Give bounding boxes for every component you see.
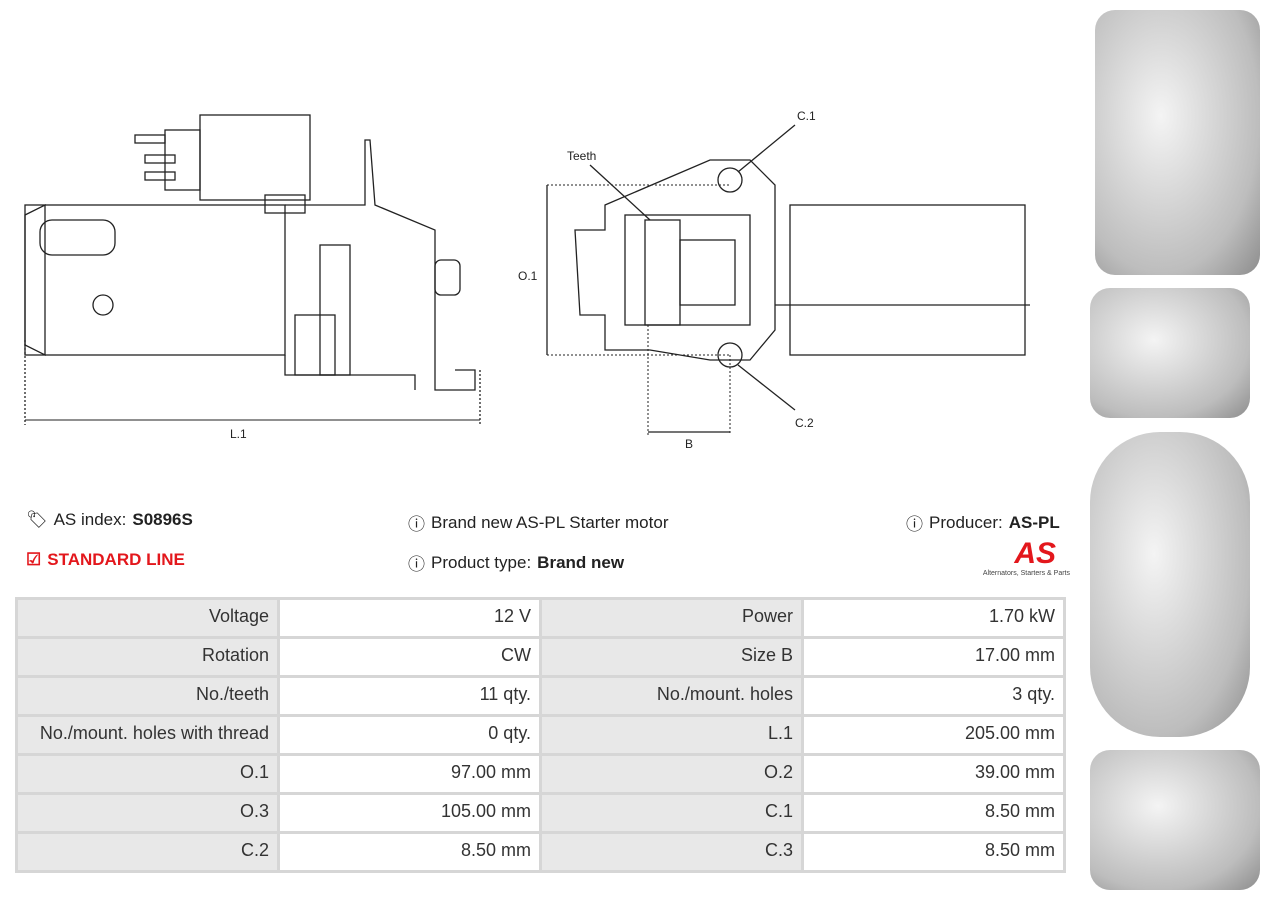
product-photo-side-2[interactable] <box>1090 750 1260 890</box>
spec-label: L.1 <box>539 714 804 756</box>
spec-label: C.3 <box>539 831 804 873</box>
as-pl-logo: AS Alternators, Starters & Parts <box>982 537 1070 578</box>
spec-value: 0 qty. <box>277 714 542 756</box>
product-type: ⓘ Product type: Brand new <box>408 550 624 575</box>
spec-value: 39.00 mm <box>801 753 1066 795</box>
checkbox-icon: ☑ <box>26 550 42 569</box>
spec-value: CW <box>277 636 542 678</box>
side-view-drawing: L.1 <box>24 114 481 441</box>
spec-value: 205.00 mm <box>801 714 1066 756</box>
spec-label: No./teeth <box>15 675 280 717</box>
spec-value: 11 qty. <box>277 675 542 717</box>
product-photo-side[interactable] <box>1090 288 1250 418</box>
spec-value: 105.00 mm <box>277 792 542 834</box>
as-index: 🏷 AS index: S0896S <box>26 510 193 529</box>
spec-label: C.2 <box>15 831 280 873</box>
spec-label: No./mount. holes with thread <box>15 714 280 756</box>
spec-value: 8.50 mm <box>801 831 1066 873</box>
teeth-label: Teeth <box>567 149 596 163</box>
info-icon: ⓘ <box>408 555 425 574</box>
info-icon: ⓘ <box>906 515 923 534</box>
spec-value: 17.00 mm <box>801 636 1066 678</box>
spec-value: 3 qty. <box>801 675 1066 717</box>
product-photo-front[interactable] <box>1095 10 1260 275</box>
spec-value: 12 V <box>277 597 542 639</box>
spec-label: O.2 <box>539 753 804 795</box>
spec-label: Power <box>539 597 804 639</box>
producer: ⓘ Producer: AS-PL <box>906 510 1060 535</box>
description: ⓘ Brand new AS-PL Starter motor <box>408 510 668 535</box>
product-photo-rear[interactable] <box>1090 432 1250 737</box>
c1-label: C.1 <box>797 109 816 123</box>
tag-icon: 🏷 <box>26 510 48 529</box>
line-badge: ☑ STANDARD LINE <box>26 550 185 569</box>
spec-label: C.1 <box>539 792 804 834</box>
spec-label: Rotation <box>15 636 280 678</box>
spec-label: No./mount. holes <box>539 675 804 717</box>
spec-label: Voltage <box>15 597 280 639</box>
info-icon: ⓘ <box>408 515 425 534</box>
c2-label: C.2 <box>795 416 814 430</box>
spec-label: Size B <box>539 636 804 678</box>
spec-label: O.1 <box>15 753 280 795</box>
spec-value: 8.50 mm <box>277 831 542 873</box>
spec-label: O.3 <box>15 792 280 834</box>
b-label: B <box>685 437 693 451</box>
spec-value: 97.00 mm <box>277 753 542 795</box>
o1-label: O.1 <box>518 269 538 283</box>
spec-value: 8.50 mm <box>801 792 1066 834</box>
spec-value: 1.70 kW <box>801 597 1066 639</box>
front-view-drawing: O.1 B C.1 C.2 Teeth <box>518 109 1030 451</box>
l1-label: L.1 <box>230 427 247 441</box>
